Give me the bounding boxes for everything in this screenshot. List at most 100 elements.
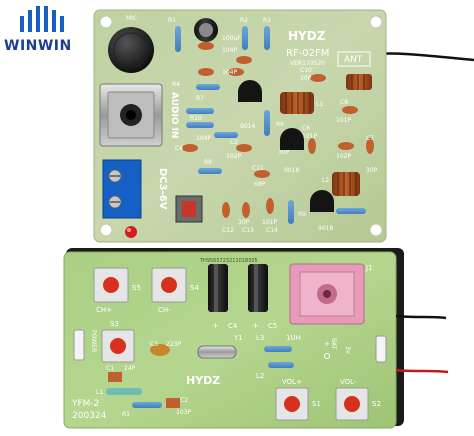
c2v-label: 103P [176,409,191,416]
crystal-y1 [197,345,237,359]
ceramic-capacitor [198,68,214,76]
button-s4[interactable] [151,267,187,303]
ant-box [337,51,371,67]
button-s1[interactable] [275,387,309,421]
ceramic-capacitor [198,42,214,50]
button-cap [284,396,300,412]
c4-label: C4 [228,322,238,330]
resistor [186,108,214,114]
transistor-q3 [310,190,334,212]
s1-label: S1 [312,400,321,408]
ceramic-capacitor [254,170,270,178]
c6-label: C6 [302,125,310,132]
button-s2[interactable] [335,387,369,421]
serial-text: TH9565723211018305 [199,258,258,264]
r8-label: R8 [204,159,212,166]
ceramic-capacitors [182,42,374,218]
mic-label: MIC [126,15,137,22]
button-cap [161,277,177,293]
button-s3[interactable] [101,329,135,363]
q3-label: 9018 [318,225,333,232]
c11v-label: 68P [254,181,266,188]
power-label: POWER [90,330,97,352]
ceramic-capacitor [308,138,316,154]
c5-label: C5 [268,322,277,330]
top-version: VER170520 [290,60,325,67]
l3v-label: 1UH [286,334,301,342]
ceramic-capacitor [366,138,374,154]
black-wire [395,314,447,320]
bottom-board: TH9565723211018305 S5 CH+ S4 CH- S3 [63,248,449,429]
plus-a-label: + [212,321,219,330]
c6v-label: 101P [302,133,317,140]
c11-label: C11 [252,165,264,172]
v30b-label: 30P [278,149,290,156]
bottom-date: 200324 [72,411,107,421]
c7v-label: 30P [366,167,378,174]
bat-label: BAT [330,338,337,350]
ceramic-capacitor [266,198,274,214]
v3-label: 3V [344,346,351,355]
c7-label: C7 [366,135,374,142]
top-pcb [93,9,387,243]
s3-label: S3 [110,320,119,328]
c104a-label: 104P [222,47,237,54]
c1-label: C1 [106,365,114,372]
ceramic-capacitor [310,74,326,82]
capacitor-c2 [166,398,180,408]
resistor [288,200,294,224]
y1-label: Y1 [233,334,243,342]
ceramic-capacitor [228,68,244,76]
c104c-label: 104P [196,135,211,142]
resistor-r1 [132,402,162,408]
coil-l1 [280,92,314,114]
c12-label: C12 [222,227,234,234]
button-cap [110,338,126,354]
headphone-jack-j1 [289,263,365,325]
side-switch[interactable] [375,335,387,363]
button-cap [103,277,119,293]
resistor [264,110,270,136]
v30a-label: 30P [238,219,250,226]
c10-label: C10 [300,67,312,74]
c1-label: 100uF [222,35,241,42]
vol-plus-label: VOL+ [282,378,302,386]
ant-label: ANT [344,55,363,65]
c1v-label: 24P [124,365,136,372]
ceramic-capacitor [222,202,230,218]
c8-label: C8 [340,99,348,106]
v101-label: 101P [262,219,277,226]
c13-label: C13 [242,227,254,234]
top-title: HYDZ [288,29,326,43]
ch-plus-label: CH+ [96,306,112,314]
c3-label: C3 [150,341,158,348]
coil-l2 [332,172,360,196]
capacitor-c1 [108,372,122,382]
mount-hole [99,15,113,29]
c8v-label: 101P [336,117,351,124]
resistor [214,132,238,138]
l3-label: L3 [256,334,264,342]
r10-label: R10 [190,115,202,122]
mic-ring [113,32,149,68]
c4-label: C4 [175,145,183,152]
power-slide-switch[interactable] [73,329,85,361]
inductor-l2 [268,362,294,368]
dc-label: DC3-6V [157,168,168,210]
wifi-icon [20,6,64,32]
ch-minus-label: CH- [158,306,171,314]
resistor [336,208,366,214]
button-s5[interactable] [93,267,129,303]
red-wire [395,368,449,374]
top-board: HYDZ RF-02FM VER170520 ANT MIC AUDIO IN … [93,9,474,243]
r1-label: R1 [168,17,176,24]
mount-hole [369,223,383,237]
r6-label: R6 [276,121,284,128]
c102a-label: 102P [226,153,241,160]
l2-label: L2 [256,372,264,380]
bottom-title: HYDZ [186,374,220,387]
resistor [198,168,222,174]
ceramic-capacitor [342,106,358,114]
s2-label: S2 [372,400,381,408]
